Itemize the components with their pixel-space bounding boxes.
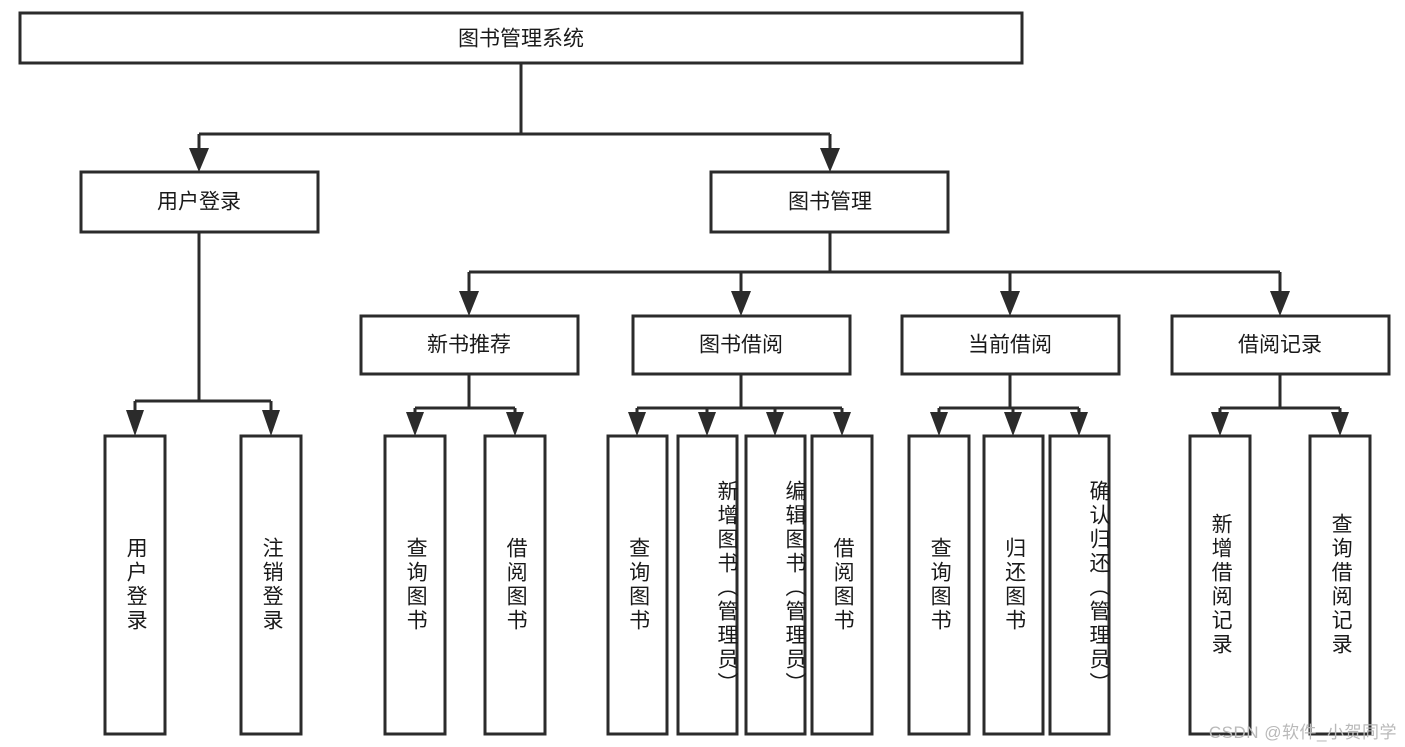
arrow-head-icon	[930, 412, 948, 436]
arrow-head-icon	[698, 412, 716, 436]
node-label-borrow-record: 借阅记录	[1238, 334, 1322, 357]
node-box-new-book-rec[interactable]	[359, 314, 580, 376]
node-box-leaf[interactable]	[907, 434, 971, 736]
node-box-borrow-record[interactable]	[1170, 314, 1391, 376]
node-box-current-borrow[interactable]	[900, 314, 1121, 376]
node-label-root: 图书管理系统	[458, 28, 584, 51]
arrow-head-icon	[731, 291, 751, 316]
leaf-label-borrow-book-1: 借阅图书	[504, 537, 528, 633]
leaf-label-edit-book-admin: 编辑图书（管理员）	[783, 480, 806, 696]
arrow-head-icon	[126, 410, 144, 436]
leaf-label-query-borrow-record: 查询借阅记录	[1329, 513, 1353, 657]
arrow-head-icon	[262, 410, 280, 436]
node-box-leaf[interactable]	[103, 434, 167, 736]
node-box-leaf[interactable]	[744, 434, 807, 736]
node-box-leaf[interactable]	[810, 434, 874, 736]
node-box-leaf[interactable]	[1048, 434, 1111, 736]
leaf-label-user-login: 用户登录	[124, 537, 148, 633]
node-label-book-borrow: 图书借阅	[699, 334, 783, 357]
connector-group-user-login	[126, 232, 280, 436]
leaf-label-query-book-1: 查询图书	[404, 537, 428, 633]
node-box-leaf[interactable]	[676, 434, 739, 736]
node-box-book-mgmt[interactable]	[709, 170, 950, 234]
arrow-head-icon	[1331, 412, 1349, 436]
arrow-head-icon	[1000, 291, 1020, 316]
node-box-root[interactable]	[18, 11, 1024, 65]
node-box-book-borrow[interactable]	[631, 314, 852, 376]
arrow-head-icon	[506, 412, 524, 436]
connector-group-current-borrow	[930, 374, 1088, 436]
leaf-label-query-book-2: 查询图书	[626, 537, 650, 633]
node-box-user-login[interactable]	[79, 170, 320, 234]
node-box-leaf[interactable]	[1308, 434, 1372, 736]
arrow-head-icon	[459, 291, 479, 316]
connector-group-borrow-record	[1211, 374, 1349, 436]
connector-group-borrow	[628, 374, 851, 436]
node-label-current-borrow: 当前借阅	[968, 334, 1052, 357]
watermark-text: CSDN @软件_小贺同学	[1208, 723, 1397, 742]
node-label-new-book-rec: 新书推荐	[427, 334, 511, 357]
leaf-label-query-book-3: 查询图书	[928, 537, 952, 633]
node-box-leaf[interactable]	[982, 434, 1045, 736]
node-box-leaf[interactable]	[1188, 434, 1252, 736]
arrow-head-icon	[406, 412, 424, 436]
arrow-head-icon	[1211, 412, 1229, 436]
leaf-label-confirm-return-admin: 确认归还（管理员）	[1087, 480, 1110, 696]
connector-group-root	[189, 63, 840, 172]
arrow-head-icon	[1270, 291, 1290, 316]
leaf-label-add-borrow-record: 新增借阅记录	[1209, 513, 1233, 657]
arrow-head-icon	[628, 412, 646, 436]
leaf-label-return-book: 归还图书	[1002, 537, 1026, 633]
leaf-label-add-book-admin: 新增图书（管理员）	[715, 480, 738, 696]
node-rects	[18, 11, 1391, 736]
leaf-label-logout: 注销登录	[260, 537, 284, 633]
connector-group-new-book	[406, 374, 524, 436]
arrow-head-icon	[833, 412, 851, 436]
arrow-head-icon	[820, 148, 840, 172]
node-box-leaf[interactable]	[606, 434, 669, 736]
node-labels-horizontal: 图书管理系统 用户登录 图书管理 新书推荐 图书借阅 当前借阅 借阅记录	[157, 28, 1322, 357]
arrow-head-icon	[1070, 412, 1088, 436]
arrow-head-icon	[766, 412, 784, 436]
arrow-head-icon	[189, 148, 209, 172]
node-box-leaf[interactable]	[483, 434, 547, 736]
node-label-user-login: 用户登录	[157, 191, 241, 214]
arrow-head-icon	[1004, 412, 1022, 436]
leaf-label-borrow-book-2: 借阅图书	[831, 537, 855, 633]
connector-group-book-mgmt	[459, 232, 1290, 316]
node-box-leaf[interactable]	[239, 434, 303, 736]
node-box-leaf[interactable]	[383, 434, 447, 736]
node-label-book-mgmt: 图书管理	[788, 191, 872, 214]
